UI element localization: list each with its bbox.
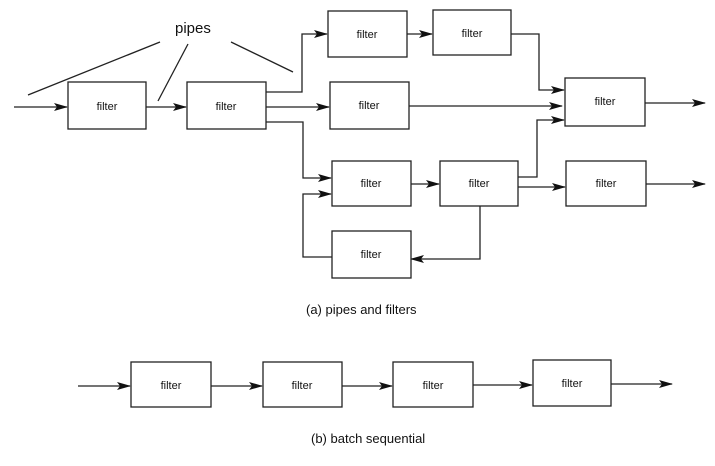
filter-f10[interactable]: filter [331, 230, 412, 279]
pipe-f10-f8 [302, 190, 332, 258]
pipe-f9-f10 [410, 206, 481, 263]
filter-label: filter [161, 380, 182, 392]
pipe-f2-f8 [266, 121, 332, 182]
filter-label: filter [361, 249, 382, 261]
caption-batch-sequential: (b) batch sequential [311, 431, 425, 446]
filter-b1[interactable]: filter [130, 361, 212, 408]
filter-label: filter [596, 178, 617, 190]
diagram-b-pipes [78, 380, 673, 390]
caption-pipes-and-filters: (a) pipes and filters [306, 302, 417, 317]
filter-b4[interactable]: filter [532, 359, 612, 407]
filter-f1[interactable]: filter [67, 81, 147, 130]
filter-label: filter [361, 178, 382, 190]
pipes-annotation-label: pipes [175, 20, 211, 37]
filter-f7[interactable]: filter [565, 160, 647, 207]
filter-label: filter [562, 378, 583, 390]
filter-f3[interactable]: filter [327, 10, 408, 58]
filter-f4[interactable]: filter [329, 81, 410, 130]
filter-f5[interactable]: filter [432, 9, 512, 56]
pipe-f9-f6 [518, 116, 565, 178]
filter-b3[interactable]: filter [392, 361, 474, 408]
filter-label: filter [423, 380, 444, 392]
filter-f6[interactable]: filter [564, 77, 646, 127]
filter-label: filter [469, 178, 490, 190]
pipe-f5-f6 [511, 33, 565, 94]
filter-f8[interactable]: filter [331, 160, 412, 207]
filter-label: filter [292, 380, 313, 392]
diagram-a-pipes [14, 30, 706, 263]
filter-label: filter [462, 28, 483, 40]
filter-label: filter [359, 100, 380, 112]
filter-f2[interactable]: filter [186, 81, 267, 130]
filter-label: filter [357, 29, 378, 41]
filter-label: filter [97, 101, 118, 113]
pipe-f2-f3 [266, 30, 328, 93]
filter-label: filter [216, 101, 237, 113]
filter-label: filter [595, 96, 616, 108]
pipes-pointer-line-right [230, 41, 294, 73]
pipes-pointer-line-middle [157, 43, 189, 102]
filter-f9[interactable]: filter [439, 160, 519, 207]
filter-b2[interactable]: filter [262, 361, 343, 408]
pipes-pointer-line-left [27, 41, 161, 96]
